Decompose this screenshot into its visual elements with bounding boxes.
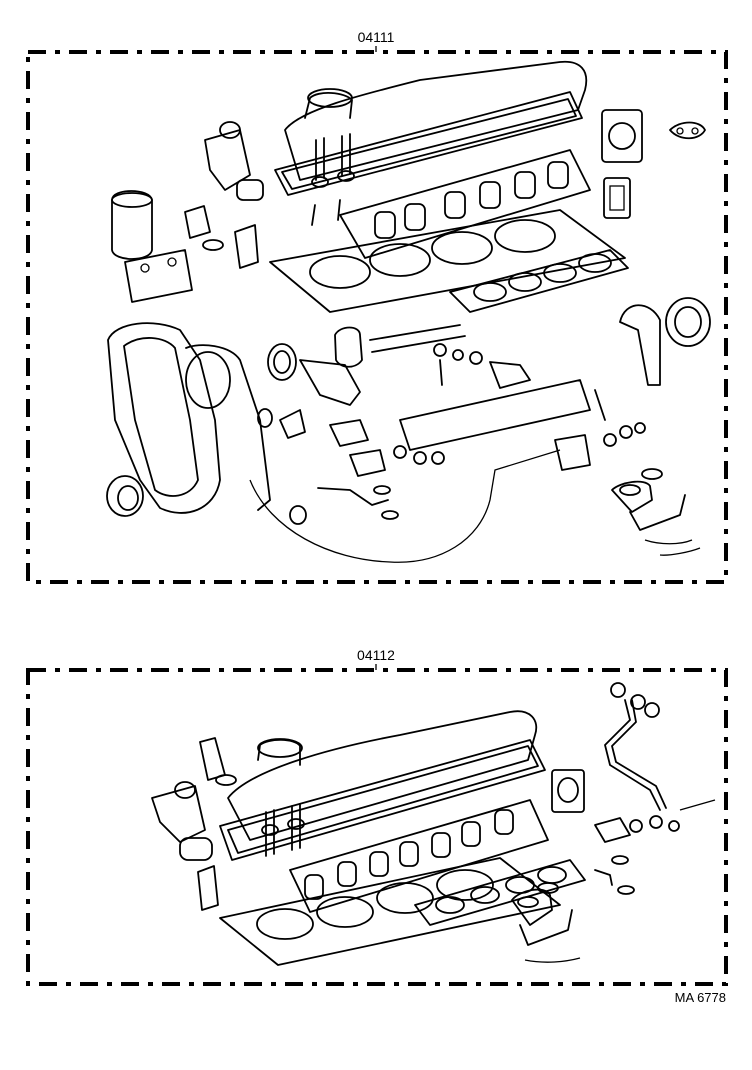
kit-04112-group: 04112 [26,647,728,1005]
fuel-injection-parts [257,324,531,439]
illustration-code: MA 6778 [675,990,726,1005]
kit-04111-frame [26,50,728,584]
kit-04111-group: 04111 [26,29,728,584]
head-cover-gasket-2-inner [227,745,539,854]
cylinder-head-cover [284,60,588,181]
cylinder-head-gasket-2 [219,857,561,966]
head-cover-gasket-inner [281,98,577,190]
head-cover-gasket [274,91,583,196]
cylinder-head-gasket [269,209,626,313]
valve-stem-seals [311,133,355,226]
distributor-gaskets [601,109,706,219]
head-cover-gasket-2 [219,739,546,861]
lower-right-parts-2 [511,882,581,963]
right-side-parts-2 [551,682,716,895]
kit-04111-label: 04111 [358,29,395,45]
crankshaft-oil-seal-front [106,475,144,517]
engine-block-outline [249,449,561,563]
exhaust-manifold-gasket [449,249,629,313]
water-outlet [204,121,264,201]
fuel-delivery-pipe [329,379,646,477]
lower-small-gaskets [289,468,701,556]
valve-stem-seals-2 [261,803,305,857]
crankshaft-oil-seal-rear [619,297,711,386]
kit-04112-label: 04112 [357,647,395,663]
oil-pump-parts [111,190,259,303]
timing-cover-gasket [107,322,271,514]
water-outlet-2 [151,737,237,911]
kit-04112-frame [26,668,728,986]
manifold-gasket-upper [339,149,591,259]
cylinder-head-cover-2 [227,710,538,841]
manifold-gasket-2 [289,799,549,913]
